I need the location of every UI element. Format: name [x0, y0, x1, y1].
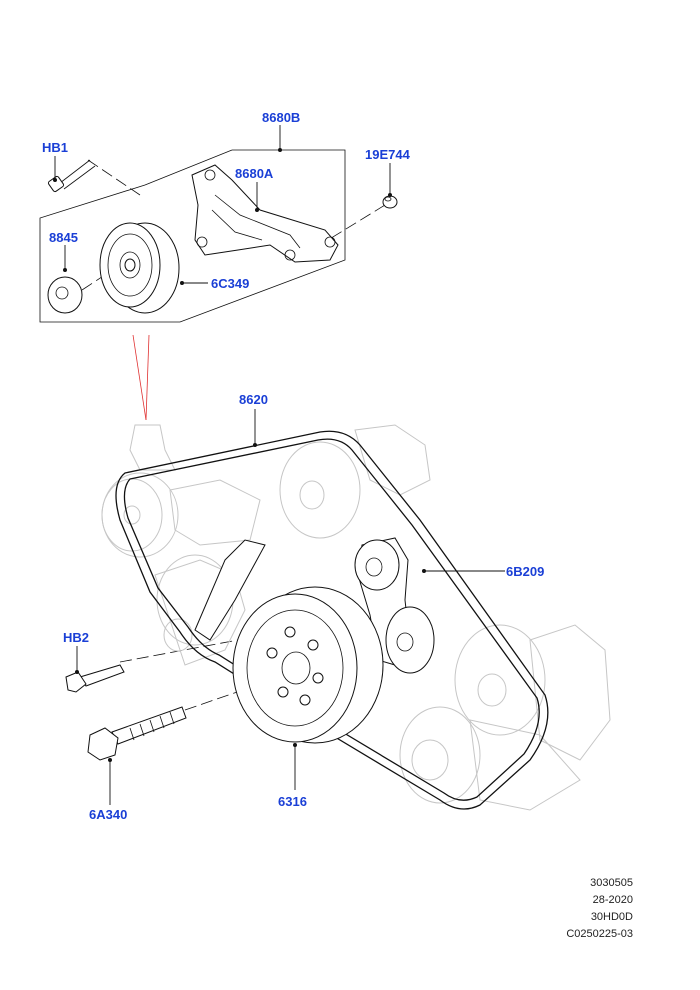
ghost-engine-components [101, 424, 611, 811]
cap-19e744 [382, 195, 398, 209]
bolt-hb2 [65, 664, 125, 693]
bolt-hb1 [47, 159, 96, 193]
callout-6316: 6316 [278, 794, 307, 809]
red-leader-lines [132, 334, 150, 421]
drive-belt-8620 [115, 430, 549, 810]
dust-cap-8845 [47, 276, 83, 314]
bolt-6a340 [87, 706, 187, 761]
callout-leaders [54, 125, 505, 805]
callout-8680b: 8680B [262, 110, 300, 125]
ref-code-2: 28-2020 [592, 894, 633, 906]
ref-code-3: 30HD0D [590, 911, 633, 923]
callout-dots [53, 148, 426, 762]
callout-6a340: 6A340 [89, 807, 127, 822]
callout-8620: 8620 [239, 392, 268, 407]
callout-6c349: 6C349 [211, 276, 249, 291]
crankshaft-pulley-6316 [232, 586, 384, 744]
bracket-8680a [191, 164, 339, 263]
ref-code-1: 3030505 [590, 877, 633, 889]
callout-8680a: 8680A [235, 166, 274, 181]
reference-codes: 3030505 28-2020 30HD0D C0250225-03 [566, 875, 633, 943]
idler-pulley-6c349 [99, 222, 180, 314]
belt-tensioner-6b209 [194, 537, 435, 674]
callout-hb2: HB2 [63, 630, 89, 645]
tensioner-assembly-group-box [39, 149, 346, 323]
callout-19e744: 19E744 [365, 147, 411, 162]
callout-hb1: HB1 [42, 140, 68, 155]
callout-6b209: 6B209 [506, 564, 544, 579]
callout-8845: 8845 [49, 230, 78, 245]
ref-code-4: C0250225-03 [566, 928, 633, 940]
